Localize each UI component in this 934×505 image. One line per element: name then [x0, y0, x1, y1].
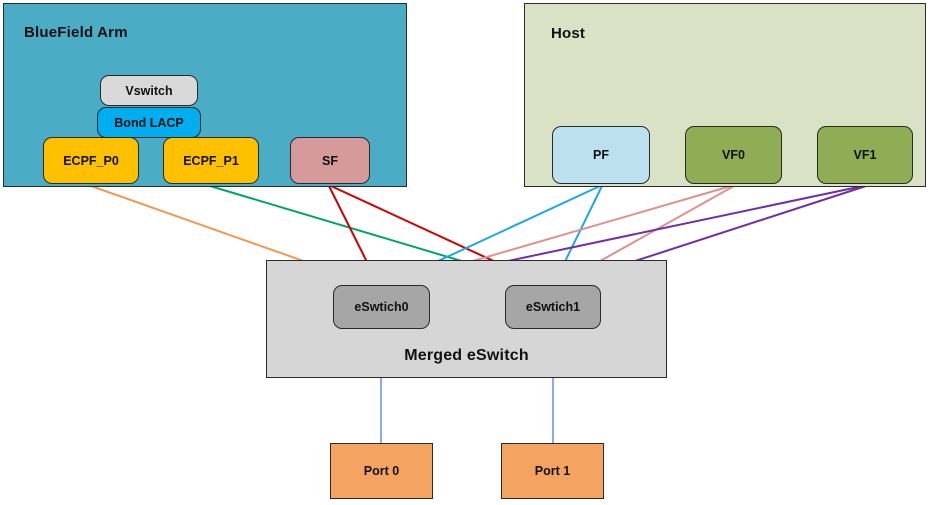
node-bond-lacp[interactable]: Bond LACP	[97, 107, 201, 138]
node-vf0[interactable]: VF0	[685, 126, 782, 184]
node-eswitch0[interactable]: eSwtich0	[333, 285, 430, 329]
node-port0[interactable]: Port 0	[330, 443, 433, 499]
node-vf1[interactable]: VF1	[817, 126, 913, 184]
merged-eswitch-panel: Merged eSwitch	[266, 260, 667, 378]
node-port1[interactable]: Port 1	[501, 443, 604, 499]
node-ecpf-p1[interactable]: ECPF_P1	[163, 137, 259, 184]
node-vswitch[interactable]: Vswitch	[100, 75, 198, 106]
host-title: Host	[551, 25, 586, 42]
node-eswitch1[interactable]: eSwtich1	[505, 285, 601, 329]
bluefield-arm-title: BlueField Arm	[24, 24, 128, 41]
merged-eswitch-title: Merged eSwitch	[404, 347, 529, 364]
node-ecpf-p0[interactable]: ECPF_P0	[43, 137, 139, 184]
node-pf[interactable]: PF	[552, 126, 650, 184]
node-sf[interactable]: SF	[290, 137, 370, 184]
